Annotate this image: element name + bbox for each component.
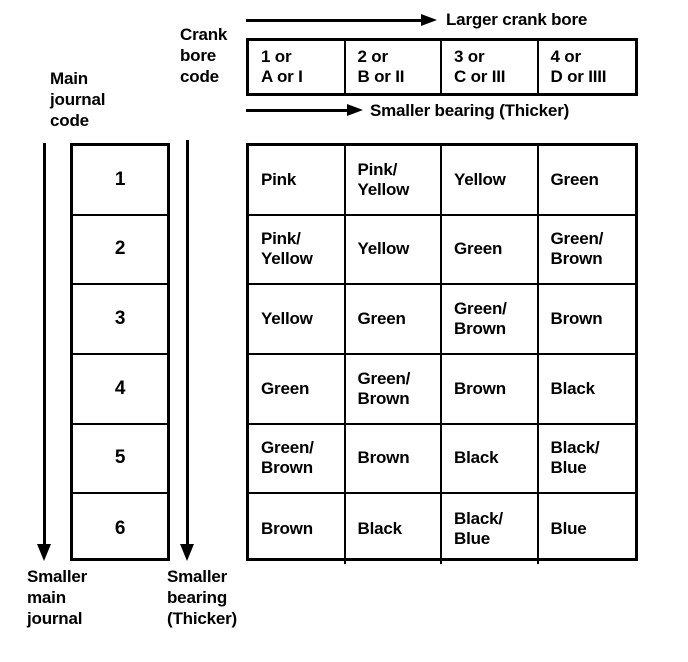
- table-row: Pink/ Yellow Yellow Green Green/ Brown: [249, 215, 635, 286]
- main-journal-code-cell-1: 1: [114, 168, 126, 190]
- bearing-color-cell-r1c3: Yellow: [442, 146, 539, 214]
- bearing-color-cell-r6c2: Black: [346, 494, 442, 564]
- crank-bore-code-cell-4: 4 or D or IIII: [550, 47, 607, 86]
- bearing-color-cell-r3c3: Green/ Brown: [442, 285, 539, 353]
- table-row: Green/ Brown Brown Black Black/ Blue: [249, 424, 635, 495]
- bearing-color-cell-r2c4: Green/ Brown: [550, 229, 604, 269]
- larger-crank-bore-label: Larger crank bore: [446, 10, 588, 29]
- crank-bore-code-cell-2: 2 or B or II: [346, 41, 442, 93]
- larger-crank-bore-arrow-icon: [246, 14, 437, 27]
- table-row: 6: [73, 494, 167, 564]
- main-journal-code-cell-6: 6: [114, 518, 126, 540]
- table-row: 1: [73, 146, 167, 216]
- main-journal-code-label: Main journal code: [50, 69, 106, 130]
- bearing-color-cell-r6c4: Blue: [550, 519, 587, 539]
- bearing-color-cell-r3c4: Brown: [550, 309, 603, 329]
- table-row: Green Green/ Brown Brown Black: [249, 354, 635, 425]
- bearing-color-cell-r5c1: Green/ Brown: [249, 424, 346, 493]
- bearing-color-cell-r1c4: Green: [550, 169, 599, 189]
- bearing-color-cell-r4c3: Brown: [442, 354, 539, 423]
- smaller-main-journal-arrow-icon: [37, 143, 52, 561]
- bearing-color-cell-r5c3: Black: [442, 424, 539, 493]
- bearing-color-cell-r1c2: Pink/ Yellow: [346, 146, 442, 214]
- table-row: Yellow Green Green/ Brown Brown: [249, 285, 635, 355]
- main-journal-code-cell-5: 5: [114, 447, 126, 469]
- smaller-main-journal-label: Smaller main journal: [27, 567, 88, 628]
- bearing-color-cell-r2c3: Green: [442, 215, 539, 284]
- bearing-color-cell-r3c1: Yellow: [249, 285, 346, 353]
- crank-bore-code-header-table: 1 or A or I 2 or B or II 3 or C or III 4…: [246, 38, 638, 96]
- smaller-bearing-down-arrow-icon: [180, 140, 195, 561]
- bearing-color-cell-r2c1: Pink/ Yellow: [249, 215, 346, 284]
- crank-bore-code-cell-3: 3 or C or III: [442, 41, 539, 93]
- bearing-color-cell-r4c4: Black: [550, 378, 596, 398]
- bearing-color-cell-r6c1: Brown: [249, 494, 346, 564]
- main-journal-code-table: 1 2 3 4 5 6: [70, 143, 170, 561]
- table-row: 1 or A or I 2 or B or II 3 or C or III 4…: [249, 41, 635, 93]
- main-journal-code-cell-3: 3: [114, 308, 126, 330]
- smaller-bearing-thicker-top-label: Smaller bearing (Thicker): [370, 101, 570, 120]
- bearing-color-cell-r6c3: Black/ Blue: [442, 494, 539, 564]
- table-row: 3: [73, 285, 167, 355]
- main-journal-code-cell-4: 4: [114, 377, 126, 399]
- table-row: 5: [73, 425, 167, 495]
- main-journal-code-cell-2: 2: [114, 238, 126, 260]
- smaller-bearing-thicker-bottom-label: Smaller bearing (Thicker): [167, 567, 237, 628]
- bearing-color-cell-r5c2: Brown: [346, 424, 442, 493]
- table-row: 2: [73, 216, 167, 286]
- smaller-bearing-arrow-icon: [246, 104, 363, 117]
- bearing-color-cell-r5c4: Black/ Blue: [550, 438, 600, 478]
- bearing-color-cell-r1c1: Pink: [249, 146, 346, 214]
- crank-bore-code-cell-1: 1 or A or I: [249, 41, 346, 93]
- table-row: Brown Black Black/ Blue Blue: [249, 494, 635, 564]
- table-row: 4: [73, 355, 167, 425]
- bearing-color-cell-r4c2: Green/ Brown: [346, 354, 442, 423]
- bearing-color-matrix-table: Pink Pink/ Yellow Yellow Green Pink/ Yel…: [246, 143, 638, 564]
- bearing-color-cell-r3c2: Green: [346, 285, 442, 353]
- bearing-color-cell-r2c2: Yellow: [346, 215, 442, 284]
- crank-bore-code-label: Crank bore code: [180, 25, 228, 86]
- table-row: Pink Pink/ Yellow Yellow Green: [249, 146, 635, 216]
- bearing-color-cell-r4c1: Green: [249, 354, 346, 423]
